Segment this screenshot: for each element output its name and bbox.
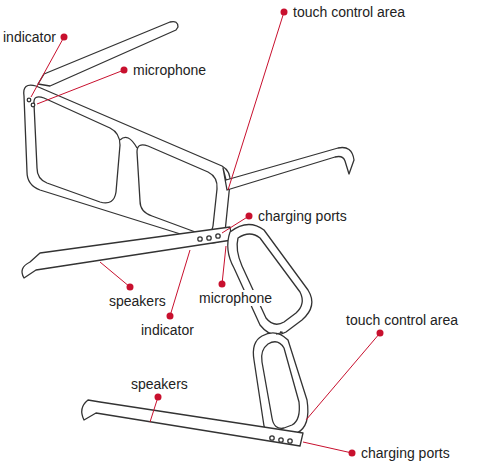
part-label: charging ports bbox=[360, 445, 451, 461]
callout-dot bbox=[219, 281, 226, 288]
callout-dot bbox=[377, 330, 384, 337]
part-label: touch control area bbox=[292, 4, 406, 20]
leader-line bbox=[170, 250, 190, 316]
lens bbox=[237, 234, 302, 324]
leader-line bbox=[306, 333, 380, 420]
glasses-frame bbox=[24, 85, 230, 243]
bridge bbox=[120, 137, 137, 148]
temple-arm bbox=[223, 148, 354, 191]
leader-line bbox=[150, 397, 158, 422]
lens bbox=[253, 333, 308, 439]
part-label: speakers bbox=[108, 293, 167, 309]
callout-dot bbox=[246, 213, 253, 220]
callout-dot bbox=[167, 313, 174, 320]
charging-port bbox=[207, 236, 211, 240]
callout-dot bbox=[155, 394, 162, 401]
callout-dot bbox=[281, 9, 288, 16]
part-label: speakers bbox=[130, 376, 189, 392]
charging-port bbox=[279, 438, 283, 442]
lens bbox=[34, 97, 120, 203]
callout-dot bbox=[121, 67, 128, 74]
part-label: touch control area bbox=[345, 312, 459, 328]
charging-port bbox=[198, 237, 202, 241]
lens bbox=[228, 224, 312, 334]
charging-port bbox=[216, 234, 220, 238]
part-label: indicator bbox=[140, 322, 195, 338]
leader-line bbox=[228, 12, 284, 190]
part-label: microphone bbox=[198, 290, 273, 306]
part-label: microphone bbox=[132, 62, 207, 78]
temple-arm bbox=[22, 227, 232, 278]
charging-port bbox=[288, 439, 292, 443]
leader-line bbox=[37, 70, 124, 104]
leader-line bbox=[222, 246, 226, 284]
callout-dot bbox=[127, 284, 134, 291]
callout-dot bbox=[61, 34, 68, 41]
leader-line bbox=[222, 216, 249, 233]
leader-line bbox=[100, 262, 130, 287]
callout-dot bbox=[349, 450, 356, 457]
lens bbox=[137, 145, 217, 234]
temple-arm bbox=[82, 400, 303, 446]
leader-line bbox=[31, 37, 64, 97]
microphone-hole bbox=[31, 103, 35, 107]
lens bbox=[262, 342, 300, 429]
charging-port bbox=[270, 436, 274, 440]
bridge bbox=[276, 332, 282, 334]
indicator-dot bbox=[27, 98, 31, 102]
part-label: indicator bbox=[2, 29, 57, 45]
leader-line bbox=[303, 442, 352, 453]
part-label: charging ports bbox=[257, 208, 348, 224]
